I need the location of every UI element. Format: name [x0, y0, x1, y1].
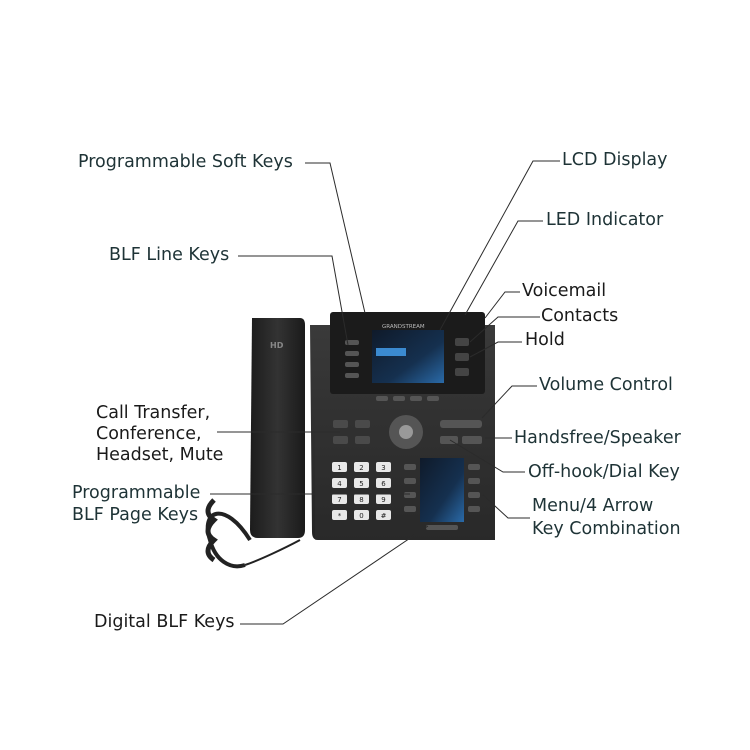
- label-blf-line-keys: BLF Line Keys: [109, 245, 230, 265]
- label-programmable-soft-keys: Programmable Soft Keys: [78, 152, 293, 172]
- label-call-transfer-3: Headset, Mute: [96, 445, 224, 465]
- brand-text: GRANDSTREAM: [382, 324, 425, 330]
- keypad-key-label: 4: [337, 480, 342, 488]
- label-handsfree-speaker: Handsfree/Speaker: [514, 428, 681, 448]
- keypad-key: [376, 510, 391, 520]
- keypad-key-label: 2: [359, 464, 363, 472]
- display-housing: GRANDSTREAM: [330, 312, 485, 401]
- label-lcd-display: LCD Display: [562, 150, 668, 170]
- label-contacts: Contacts: [541, 306, 619, 326]
- keypad-key: [376, 494, 391, 504]
- keypad-key: [354, 478, 369, 488]
- label-off-hook-dial-key: Off-hook/Dial Key: [528, 462, 680, 482]
- label-menu-arrow-1: Menu/4 Arrow: [532, 496, 654, 516]
- keypad-key: [332, 462, 347, 472]
- keypad-key: [354, 462, 369, 472]
- keypad-key-label: 9: [381, 496, 385, 504]
- keypad-key: [354, 494, 369, 504]
- function-keys: [333, 420, 370, 444]
- label-programmable-blf-page-keys-1: Programmable: [72, 483, 201, 503]
- keypad-key: [354, 510, 369, 520]
- label-programmable-blf-page-keys-2: BLF Page Keys: [72, 505, 199, 525]
- label-volume-control: Volume Control: [539, 375, 673, 395]
- label-hold: Hold: [525, 330, 565, 350]
- blf-screen: [404, 458, 480, 530]
- keypad-key-label: 1: [337, 464, 341, 472]
- keypad-key: [332, 478, 347, 488]
- handset-hd-mark: HD: [270, 341, 284, 350]
- keypad-key-label: 5: [359, 480, 363, 488]
- leader-lines: [210, 160, 560, 625]
- keypad-key-label: 7: [337, 496, 341, 504]
- keypad-key: [376, 478, 391, 488]
- keypad-key-label: 0: [359, 512, 363, 520]
- label-digital-blf-keys: Digital BLF Keys: [94, 612, 235, 632]
- keypad-key-label: *: [338, 512, 342, 520]
- label-led-indicator: LED Indicator: [546, 210, 664, 230]
- label-voicemail: Voicemail: [522, 281, 607, 301]
- keypad-key-label: #: [381, 512, 387, 520]
- handset: HD: [250, 318, 305, 538]
- nav-cluster: [389, 415, 423, 449]
- label-call-transfer-1: Call Transfer,: [96, 403, 211, 423]
- keypad-key: [376, 462, 391, 472]
- keypad-key-label: 3: [381, 464, 385, 472]
- keypad: 1 2 3 4 5 6 7 8 9 * 0 #: [332, 462, 391, 520]
- keypad-key: [332, 494, 347, 504]
- keypad-key-label: 8: [359, 496, 363, 504]
- label-menu-arrow-2: Key Combination: [532, 519, 681, 539]
- keypad-key-label: 6: [381, 480, 386, 488]
- label-call-transfer-2: Conference,: [96, 424, 202, 444]
- curly-cord: [205, 498, 301, 569]
- keypad-key: [332, 510, 347, 520]
